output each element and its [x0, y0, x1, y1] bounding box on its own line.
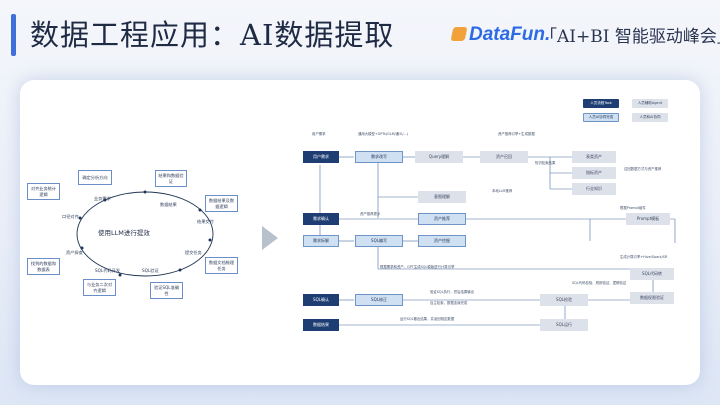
- cycle-node-1: 确定分析方向: [78, 170, 112, 185]
- cycle-dot-6: [80, 246, 84, 250]
- summit-name: 「AI+BI 智能驱动峰会」: [540, 27, 720, 47]
- flow-box-rewrite: 需求改写: [355, 151, 403, 163]
- cycle-dot-4: [178, 268, 182, 272]
- flow-box-sql-run: SQL运行: [540, 319, 588, 331]
- cycle-dot-2: [198, 208, 202, 212]
- logo-text: DataFun.: [469, 24, 551, 45]
- cycle-label-3: 结果交付: [197, 219, 214, 224]
- cycle-label-2: 数据结果: [160, 202, 177, 207]
- flow-box-industry-knowledge: 行业知识: [572, 183, 616, 195]
- cycle-node-5: 验证SQL准确性: [150, 282, 183, 299]
- transition-arrow-icon: [262, 226, 278, 250]
- cycle-node-4: 数据文档梳理任务: [205, 257, 238, 274]
- flow-box-data-result: 数据结果: [303, 319, 339, 331]
- flow-box-query: Query理解: [415, 151, 463, 163]
- cycle-label-7: 资产探查: [66, 250, 83, 255]
- logo-mark-icon: [450, 27, 468, 41]
- cycle-dot-8: [103, 198, 107, 202]
- flow-note-6: 根据需求和资产，GPT生成SQL模版进行计算引擎: [380, 265, 455, 269]
- flow-note-1: 知识检索结果: [535, 161, 556, 165]
- flow-top-label-1: 用户需求: [312, 132, 326, 136]
- legend-item-3: 人员AI协同完成: [583, 113, 619, 122]
- flow-box-asset-mining: 资产挖掘: [418, 235, 466, 247]
- cycle-label-6: SQL代码开发: [95, 268, 121, 273]
- legend-item-1: 人员流程Task: [583, 99, 619, 108]
- flow-box-permission: 数据权限验证: [630, 292, 674, 304]
- page-title: 数据工程应用：AI数据提取: [30, 18, 395, 52]
- flow-box-recommend: 资产推荐: [418, 213, 466, 225]
- flow-box-sql-confirm: SQL确认: [303, 294, 339, 306]
- flow-note-5: 根据Prompt组件: [620, 206, 646, 210]
- flow-box-intent: 意图理解: [418, 191, 466, 203]
- flow-note-11: 自主检索，数据血缘完成: [430, 301, 468, 305]
- datafun-logo: DataFun.: [450, 24, 551, 46]
- cycle-node-3: 数据结果及数据逻辑: [205, 195, 238, 212]
- cycle-node-7: 找到的数据和数据表: [27, 258, 60, 275]
- flow-box-recall: 资产召回: [480, 151, 528, 163]
- cycle-label-5: SQL验证: [142, 268, 159, 273]
- cycle-node-2: 结果和数据验证: [155, 170, 187, 187]
- flow-note-9: 验证SQL执行，然后结果输出: [430, 290, 475, 294]
- cycle-node-6: 与业务二次对齐逻辑: [83, 279, 116, 296]
- cycle-dot-3: [208, 238, 212, 242]
- cycle-diagram: [76, 190, 214, 277]
- flow-top-label-3: 资产推荐引擎+生成数据: [498, 132, 535, 136]
- cycle-dot-1: [143, 190, 147, 194]
- flow-connectors: [319, 156, 676, 326]
- flow-box-sql-check: SQL检验: [540, 294, 588, 306]
- legend-item-2: 人员辅助Agent: [632, 99, 668, 108]
- flow-note-4: 资产推荐提示: [360, 212, 381, 216]
- flow-box-table-asset: 表类资产: [572, 151, 616, 163]
- title-accent-bar: [11, 14, 16, 56]
- flow-note-2: 召回数据方式与资产推荐: [624, 167, 662, 171]
- content-panel: [20, 80, 700, 385]
- flow-box-sql-fix: SQL修正: [355, 294, 403, 306]
- cycle-dot-5: [118, 273, 122, 277]
- cycle-label-8: 口径对齐: [62, 214, 79, 219]
- flow-note-3: 本地LLM推荐: [492, 189, 513, 193]
- cycle-dot-7: [78, 216, 82, 220]
- cycle-label-4: 提交任务: [185, 250, 202, 255]
- cycle-label-1: 业务需求: [94, 196, 111, 201]
- flow-note-8: SQL代码检验、规则验证、逻辑验证: [572, 281, 627, 285]
- flow-box-metric-asset: 指标资产: [572, 167, 616, 179]
- flow-box-confirm: 需求确认: [303, 213, 339, 225]
- flow-note-10: 运行SQL撤出结果，并返回相应数据: [400, 317, 455, 321]
- flow-top-label-2: 通用大模型+GPTs(GLM/通义/...): [358, 132, 409, 136]
- cycle-center-text: 使用LLM进行提效: [98, 229, 150, 237]
- flow-box-sql-write: SQL编写: [355, 235, 403, 247]
- flow-note-7: 生成计算引擎+Hive/Spark/SR: [620, 255, 668, 259]
- flow-box-breakdown: 需求拆解: [303, 235, 339, 247]
- legend-item-4: 人员和AI协同: [632, 113, 668, 122]
- cycle-node-8: 对齐业务统计逻辑: [27, 183, 60, 200]
- flow-box-sql-convert: SQL代码转: [630, 268, 674, 280]
- flow-box-user-need: 用户需求: [303, 151, 339, 163]
- flow-box-prompt: Prompt模板: [626, 213, 670, 225]
